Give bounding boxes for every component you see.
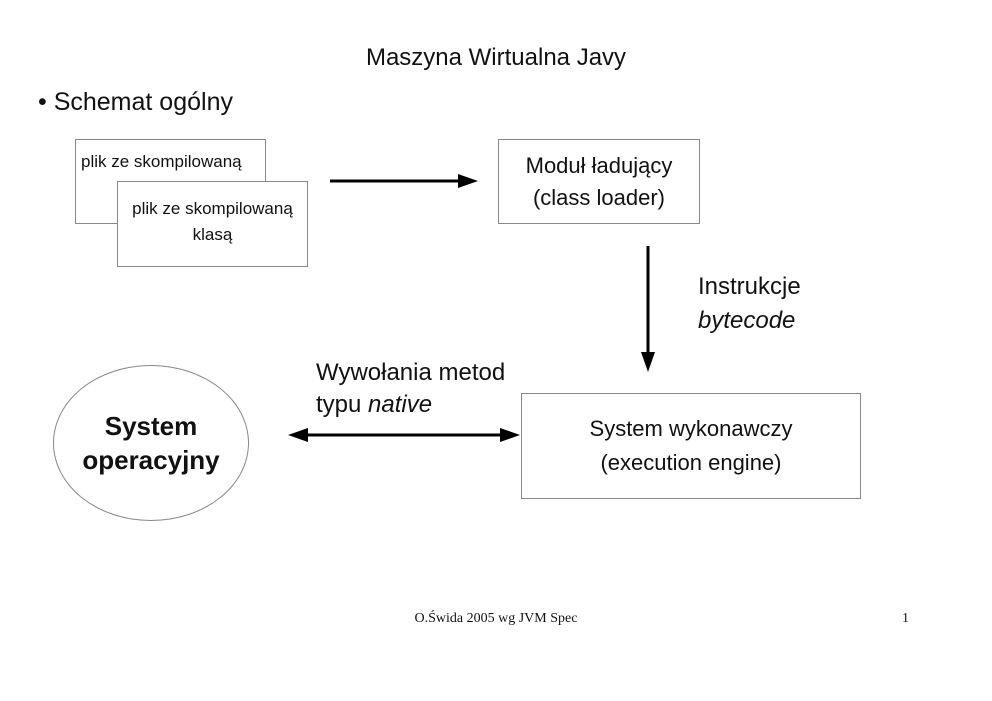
class-loader-line1: Moduł ładujący [525,153,673,178]
native-label-line1: Wywołania metod [316,359,506,386]
native-calls-label: Wywołania metod typu native [316,357,505,421]
file-label-line2: klasą [192,225,233,244]
footer-credit: O.Świda 2005 wg JVM Spec [414,611,578,626]
page-number: 1 [902,611,909,626]
bullet-schemat: • Schemat ogólny [38,88,233,116]
compiled-class-file-front: plik ze skompilowaną klasą [117,181,308,267]
class-loader-line2: (class loader) [532,185,666,210]
engine-line1: System wykonawczy [589,416,793,441]
native-label-prefix: typu [316,391,369,418]
arrow-files-to-loader [330,174,478,188]
class-loader-box: Moduł ładujący (class loader) [498,139,700,224]
bytecode-label-line1: Instrukcje [698,273,801,300]
bytecode-label: Instrukcje bytecode [698,270,801,338]
execution-engine-box: System wykonawczy (execution engine) [521,393,861,499]
bytecode-label-line2: bytecode [698,307,796,334]
file-label-line1: plik ze skompilowaną [132,199,293,218]
os-line2: operacyjny [82,445,220,475]
native-label-line2: typu native [316,389,505,421]
slide-title: Maszyna Wirtualna Javy [365,44,627,71]
native-label-italic: native [368,391,433,418]
os-line1: System [104,411,198,441]
file-label: plik ze skompilowaną [81,152,242,171]
engine-line2: (execution engine) [600,450,782,475]
arrow-os-engine-bidirectional [288,428,520,442]
arrow-loader-to-engine [641,246,655,372]
operating-system-ellipse: System operacyjny [53,365,249,521]
